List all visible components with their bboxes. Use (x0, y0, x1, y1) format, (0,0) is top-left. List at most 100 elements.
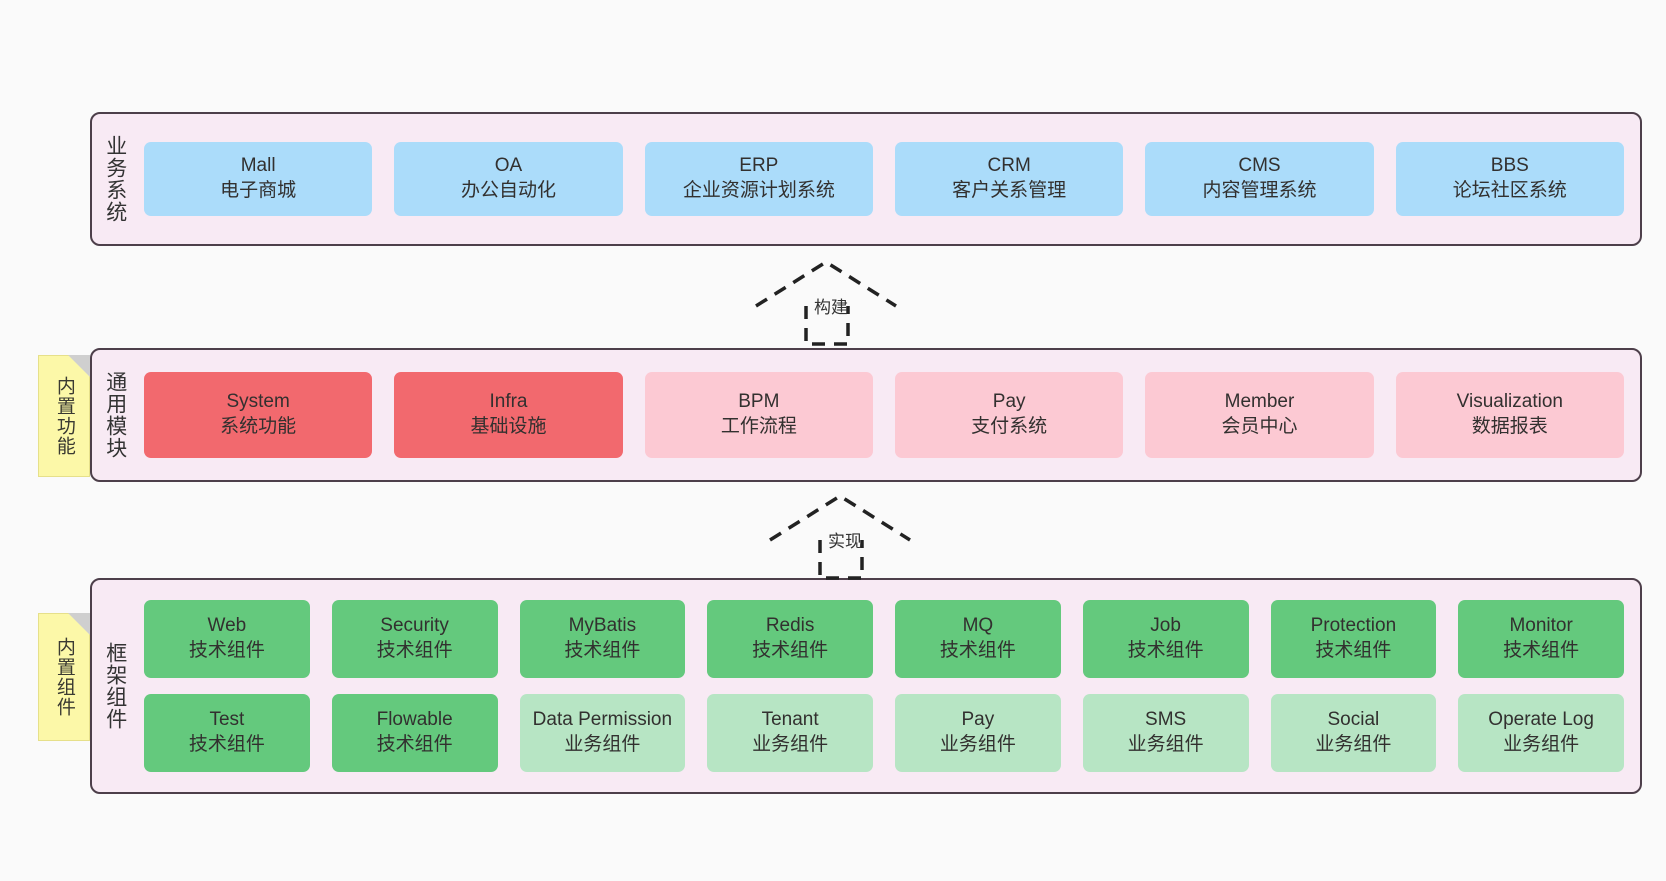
node-bpm[interactable]: BPM 工作流程 (644, 372, 873, 458)
node-bbs-en: BBS (1490, 155, 1529, 177)
node-infra[interactable]: Infra 基础设施 (394, 372, 623, 458)
sticky-note-builtin-components[interactable]: 内置组件 (38, 613, 90, 741)
node-data-permission[interactable]: Data Permission 业务组件 (519, 694, 686, 772)
node-member-en: Member (1224, 391, 1295, 413)
node-job[interactable]: Job 技术组件 (1082, 600, 1249, 678)
node-operate-log[interactable]: Operate Log 业务组件 (1458, 694, 1624, 772)
layer-framework-components-row-tech: Web 技术组件 Security 技术组件 MyBatis 技术组件 Redi… (144, 600, 1624, 678)
node-web-cn: 技术组件 (188, 640, 265, 661)
node-bpm-cn: 工作流程 (720, 416, 797, 437)
layer-common-modules-body: System 系统功能 Infra 基础设施 BPM 工作流程 Pay 支付系统… (138, 350, 1640, 480)
layer-common-modules-title: 通用模块 (103, 371, 127, 459)
node-social-en: Social (1327, 709, 1380, 731)
node-redis[interactable]: Redis 技术组件 (707, 600, 873, 678)
node-data-permission-en: Data Permission (532, 709, 673, 731)
node-social-cn: 业务组件 (1315, 734, 1392, 755)
relation-implement-label: 实现 (828, 532, 862, 551)
node-protection-cn: 技术组件 (1315, 640, 1392, 661)
node-security-en: Security (380, 615, 449, 637)
node-social[interactable]: Social 业务组件 (1270, 694, 1437, 772)
node-mybatis[interactable]: MyBatis 技术组件 (519, 600, 686, 678)
node-flowable[interactable]: Flowable 技术组件 (331, 694, 498, 772)
layer-business-systems-body: Mall 电子商城 OA 办公自动化 ERP 企业资源计划系统 CRM 客户关系… (138, 114, 1640, 244)
node-test[interactable]: Test 技术组件 (144, 694, 310, 772)
node-test-en: Test (209, 709, 245, 731)
node-erp-en: ERP (739, 155, 779, 177)
layer-framework-components[interactable]: 框架组件 Web 技术组件 Security 技术组件 MyBatis 技术组件… (90, 578, 1642, 794)
node-operate-log-en: Operate Log (1488, 709, 1594, 731)
layer-common-modules[interactable]: 通用模块 System 系统功能 Infra 基础设施 BPM 工作流程 Pay… (90, 348, 1642, 482)
node-crm-cn: 客户关系管理 (952, 180, 1067, 201)
node-flowable-en: Flowable (376, 709, 453, 731)
node-visualization[interactable]: Visualization 数据报表 (1395, 372, 1624, 458)
node-sms-en: SMS (1145, 709, 1187, 731)
node-mall[interactable]: Mall 电子商城 (144, 142, 373, 216)
node-cms-en: CMS (1238, 155, 1281, 177)
layer-business-systems[interactable]: 业务系统 Mall 电子商城 OA 办公自动化 ERP 企业资源计划系统 CRM… (90, 112, 1642, 246)
node-pay-component[interactable]: Pay 业务组件 (895, 694, 1061, 772)
node-security[interactable]: Security 技术组件 (331, 600, 498, 678)
layer-business-systems-row: Mall 电子商城 OA 办公自动化 ERP 企业资源计划系统 CRM 客户关系… (144, 142, 1624, 216)
node-oa-cn: 办公自动化 (460, 180, 556, 201)
node-bbs-cn: 论坛社区系统 (1452, 180, 1567, 201)
node-security-cn: 技术组件 (376, 640, 453, 661)
node-operate-log-cn: 业务组件 (1503, 734, 1580, 755)
node-mall-cn: 电子商城 (220, 180, 297, 201)
node-mq-en: MQ (962, 615, 994, 637)
node-cms[interactable]: CMS 内容管理系统 (1145, 142, 1374, 216)
node-test-cn: 技术组件 (188, 734, 265, 755)
node-oa-en: OA (494, 155, 523, 177)
node-mybatis-en: MyBatis (568, 615, 637, 637)
layer-common-modules-row: System 系统功能 Infra 基础设施 BPM 工作流程 Pay 支付系统… (144, 372, 1624, 458)
node-cms-cn: 内容管理系统 (1202, 180, 1317, 201)
relation-build-label: 构建 (814, 298, 848, 317)
node-oa[interactable]: OA 办公自动化 (394, 142, 623, 216)
node-system[interactable]: System 系统功能 (144, 372, 373, 458)
layer-framework-components-body: Web 技术组件 Security 技术组件 MyBatis 技术组件 Redi… (138, 580, 1640, 792)
node-tenant[interactable]: Tenant 业务组件 (707, 694, 873, 772)
node-pay-module-en: Pay (992, 391, 1026, 413)
node-sms[interactable]: SMS 业务组件 (1082, 694, 1249, 772)
node-sms-cn: 业务组件 (1127, 734, 1204, 755)
node-erp[interactable]: ERP 企业资源计划系统 (644, 142, 873, 216)
node-monitor-cn: 技术组件 (1503, 640, 1580, 661)
node-visualization-en: Visualization (1456, 391, 1563, 413)
layer-business-systems-title: 业务系统 (103, 135, 127, 223)
node-redis-cn: 技术组件 (752, 640, 829, 661)
build-stem (804, 306, 850, 346)
relation-build: 构建 (748, 258, 938, 346)
node-pay-module-cn: 支付系统 (971, 416, 1048, 437)
node-infra-en: Infra (489, 391, 528, 413)
node-job-cn: 技术组件 (1127, 640, 1204, 661)
node-mall-en: Mall (240, 155, 276, 177)
sticky-note-builtin-features[interactable]: 内置功能 (38, 355, 90, 477)
node-pay-component-en: Pay (961, 709, 995, 731)
build-arrowhead (755, 259, 897, 308)
node-crm-en: CRM (987, 155, 1031, 177)
node-visualization-cn: 数据报表 (1471, 416, 1548, 437)
relation-implement: 实现 (762, 492, 952, 580)
node-protection-en: Protection (1310, 615, 1397, 637)
node-erp-cn: 企业资源计划系统 (682, 180, 835, 201)
node-member[interactable]: Member 会员中心 (1145, 372, 1374, 458)
node-flowable-cn: 技术组件 (376, 734, 453, 755)
node-data-permission-cn: 业务组件 (564, 734, 641, 755)
node-pay-module[interactable]: Pay 支付系统 (894, 372, 1124, 458)
node-mq[interactable]: MQ 技术组件 (895, 600, 1061, 678)
node-crm[interactable]: CRM 客户关系管理 (894, 142, 1124, 216)
node-monitor[interactable]: Monitor 技术组件 (1458, 600, 1624, 678)
node-pay-component-cn: 业务组件 (939, 734, 1016, 755)
node-mybatis-cn: 技术组件 (564, 640, 641, 661)
node-protection[interactable]: Protection 技术组件 (1270, 600, 1437, 678)
node-system-cn: 系统功能 (220, 416, 297, 437)
node-member-cn: 会员中心 (1221, 416, 1298, 437)
node-web[interactable]: Web 技术组件 (144, 600, 310, 678)
node-redis-en: Redis (765, 615, 815, 637)
node-bpm-en: BPM (738, 391, 780, 413)
node-bbs[interactable]: BBS 论坛社区系统 (1395, 142, 1624, 216)
implement-stem (818, 540, 864, 580)
node-mq-cn: 技术组件 (939, 640, 1016, 661)
node-job-en: Job (1150, 615, 1181, 637)
implement-arrowhead (769, 493, 911, 542)
